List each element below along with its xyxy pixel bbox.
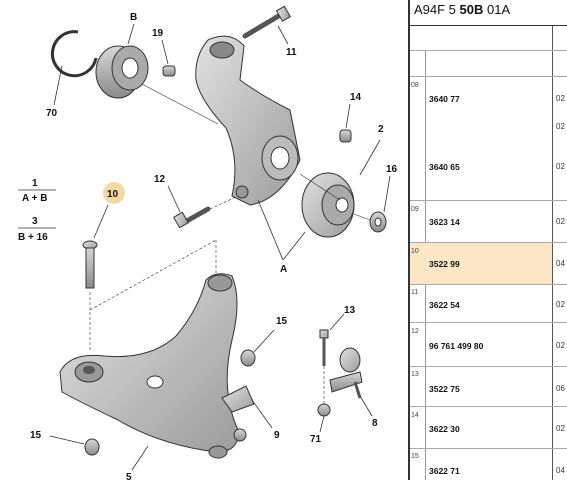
row-qty: 04 xyxy=(556,466,565,475)
callout-2: 2 xyxy=(378,124,384,135)
row-reference: 3622 71 xyxy=(429,466,460,476)
callout-a: A xyxy=(280,264,287,275)
nut-part-15-lower[interactable] xyxy=(84,438,100,456)
plate-part-9[interactable] xyxy=(221,385,255,442)
parts-reference-panel: A94F 5 50B 01A 08 3640 77 3640 65 02 02 … xyxy=(408,0,567,480)
row-group: 15 xyxy=(411,453,419,460)
callout-19: 19 xyxy=(152,28,164,39)
bearing-part-b[interactable] xyxy=(95,45,149,99)
nut-part-15-upper[interactable] xyxy=(240,349,256,367)
row-qty: 02 xyxy=(556,424,565,433)
callout-70: 70 xyxy=(46,108,58,119)
bolt-part-13[interactable] xyxy=(319,329,329,366)
circlip-part-70[interactable] xyxy=(50,30,98,78)
parts-row-15[interactable]: 15 3622 71 xyxy=(410,448,552,480)
row-reference: 96 761 499 80 xyxy=(429,341,484,351)
nut-part-14[interactable] xyxy=(339,129,352,143)
parts-row-08[interactable]: 08 3640 77 3640 65 xyxy=(410,76,552,200)
row-qty: 02 xyxy=(556,162,565,171)
row-qty: 02 xyxy=(556,122,565,131)
nut-part-71[interactable] xyxy=(317,403,331,417)
callout-13: 13 xyxy=(344,305,356,316)
row-qty: 04 xyxy=(556,259,565,268)
callout-8: 8 xyxy=(372,418,378,429)
row-qty: 02 xyxy=(556,217,565,226)
control-arm-part-5[interactable] xyxy=(59,273,239,459)
row-qty: 02 xyxy=(556,300,565,309)
header-bold: 50B xyxy=(459,2,484,17)
callout-15-lower: 15 xyxy=(30,430,42,441)
row-qty: 02 xyxy=(556,341,565,350)
hub-part-2[interactable] xyxy=(301,172,355,238)
row-group: 12 xyxy=(411,328,419,335)
row-reference: 3522 99 xyxy=(429,259,460,269)
exploded-parts-diagram: 70 B 19 11 14 2 xyxy=(18,5,398,480)
parts-row-12[interactable]: 12 96 761 499 80 xyxy=(410,322,552,366)
callout-10: 10 xyxy=(107,189,119,200)
callout-b: B xyxy=(130,12,137,23)
bolt-part-12[interactable] xyxy=(172,206,211,229)
header-suffix: 01A xyxy=(483,2,511,17)
parts-row-10-highlighted[interactable]: 10 3522 99 xyxy=(410,243,552,284)
row-reference: 3622 54 xyxy=(429,300,460,310)
callout-15-upper: 15 xyxy=(276,316,288,327)
parts-row-13[interactable]: 13 3522 75 xyxy=(410,366,552,406)
legend: 1 A + B 3 B + 16 xyxy=(18,178,56,243)
legend-3-number: 3 xyxy=(32,216,38,227)
header-prefix: A94F 5 xyxy=(414,2,460,17)
highlight-badge-10 xyxy=(103,182,125,204)
row-reference: 3640 77 xyxy=(429,94,460,104)
bolt-part-11[interactable] xyxy=(242,5,292,39)
ball-joint-part-8[interactable] xyxy=(329,347,363,399)
row-reference: 3522 75 xyxy=(429,384,460,394)
row-qty: 06 xyxy=(556,384,565,393)
row-group: 08 xyxy=(411,82,419,89)
row-reference: 3622 30 xyxy=(429,424,460,434)
nut-part-19[interactable] xyxy=(162,65,176,77)
row-group: 10 xyxy=(411,248,419,255)
row-reference: 3623 14 xyxy=(429,217,460,227)
legend-3-formula: B + 16 xyxy=(18,232,48,243)
parts-row-09[interactable]: 09 3623 14 xyxy=(410,200,552,242)
legend-1-number: 1 xyxy=(32,178,38,189)
callout-9: 9 xyxy=(274,430,280,441)
callout-16: 16 xyxy=(386,164,398,175)
callout-5: 5 xyxy=(126,472,132,480)
callout-71: 71 xyxy=(310,434,322,445)
steering-knuckle-part[interactable] xyxy=(195,35,301,206)
row-reference: 3640 65 xyxy=(429,162,460,172)
parts-row-14[interactable]: 14 3622 30 xyxy=(410,406,552,448)
callout-14: 14 xyxy=(350,92,362,103)
row-group: 14 xyxy=(411,412,419,419)
row-group: 13 xyxy=(411,371,419,378)
row-group: 11 xyxy=(411,289,419,296)
row-qty: 02 xyxy=(556,94,565,103)
legend-1-formula: A + B xyxy=(22,193,47,204)
parts-row-11[interactable]: 11 3622 54 xyxy=(410,284,552,322)
callout-12: 12 xyxy=(154,174,166,185)
bolt-part-10[interactable] xyxy=(82,240,98,289)
callout-11: 11 xyxy=(286,47,297,58)
row-group: 09 xyxy=(411,206,419,213)
nut-part-16[interactable] xyxy=(369,211,387,233)
panel-header: A94F 5 50B 01A xyxy=(414,2,510,22)
